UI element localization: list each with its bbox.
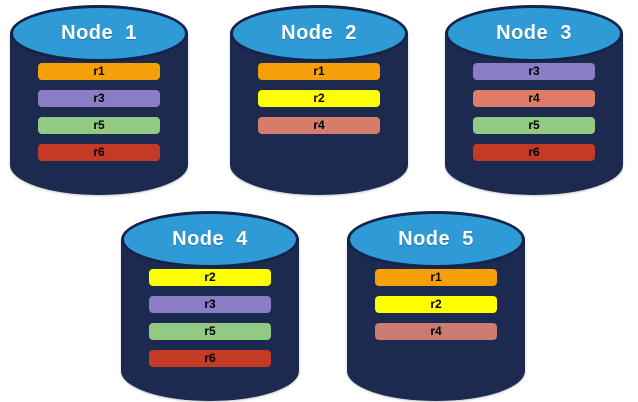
node-4-cylinder: Node 4 r2 r3 r5 r6 (121, 211, 299, 401)
replica-bar: r6 (473, 144, 595, 161)
node-2-cylinder: Node 2 r1 r2 r4 (230, 5, 408, 195)
replica-bar: r4 (473, 90, 595, 107)
node-5-cylinder: Node 5 r1 r2 r4 (347, 211, 525, 401)
replica-bar: r2 (149, 269, 271, 286)
replica-bar: r5 (38, 117, 160, 134)
replica-bar: r4 (375, 323, 497, 340)
replica-list: r1 r3 r5 r6 (10, 63, 188, 161)
replica-bar: r1 (38, 63, 160, 80)
replica-bar: r1 (258, 63, 380, 80)
replica-bar: r3 (473, 63, 595, 80)
node-title: Node 1 (61, 22, 137, 44)
database-cylinder-top: Node 5 (347, 211, 525, 268)
replica-bar: r2 (375, 296, 497, 313)
replica-bar: r6 (38, 144, 160, 161)
database-cylinder-top: Node 2 (230, 5, 408, 62)
node-title: Node 2 (281, 22, 357, 44)
replica-list: r1 r2 r4 (230, 63, 408, 134)
node-3-cylinder: Node 3 r3 r4 r5 r6 (445, 5, 623, 195)
node-title: Node 5 (398, 228, 474, 250)
replica-bar: r5 (473, 117, 595, 134)
replica-list: r3 r4 r5 r6 (445, 63, 623, 161)
replica-bar: r6 (149, 350, 271, 367)
replica-bar: r5 (149, 323, 271, 340)
replica-bar: r4 (258, 117, 380, 134)
replica-bar: r3 (149, 296, 271, 313)
node-1-cylinder: Node 1 r1 r3 r5 r6 (10, 5, 188, 195)
node-title: Node 4 (172, 228, 248, 250)
database-cylinder-top: Node 4 (121, 211, 299, 268)
replica-list: r2 r3 r5 r6 (121, 269, 299, 367)
database-cylinder-top: Node 1 (10, 5, 188, 62)
database-cylinder-top: Node 3 (445, 5, 623, 62)
replica-bar: r3 (38, 90, 160, 107)
replica-bar: r2 (258, 90, 380, 107)
replica-list: r1 r2 r4 (347, 269, 525, 340)
node-title: Node 3 (496, 22, 572, 44)
replica-bar: r1 (375, 269, 497, 286)
